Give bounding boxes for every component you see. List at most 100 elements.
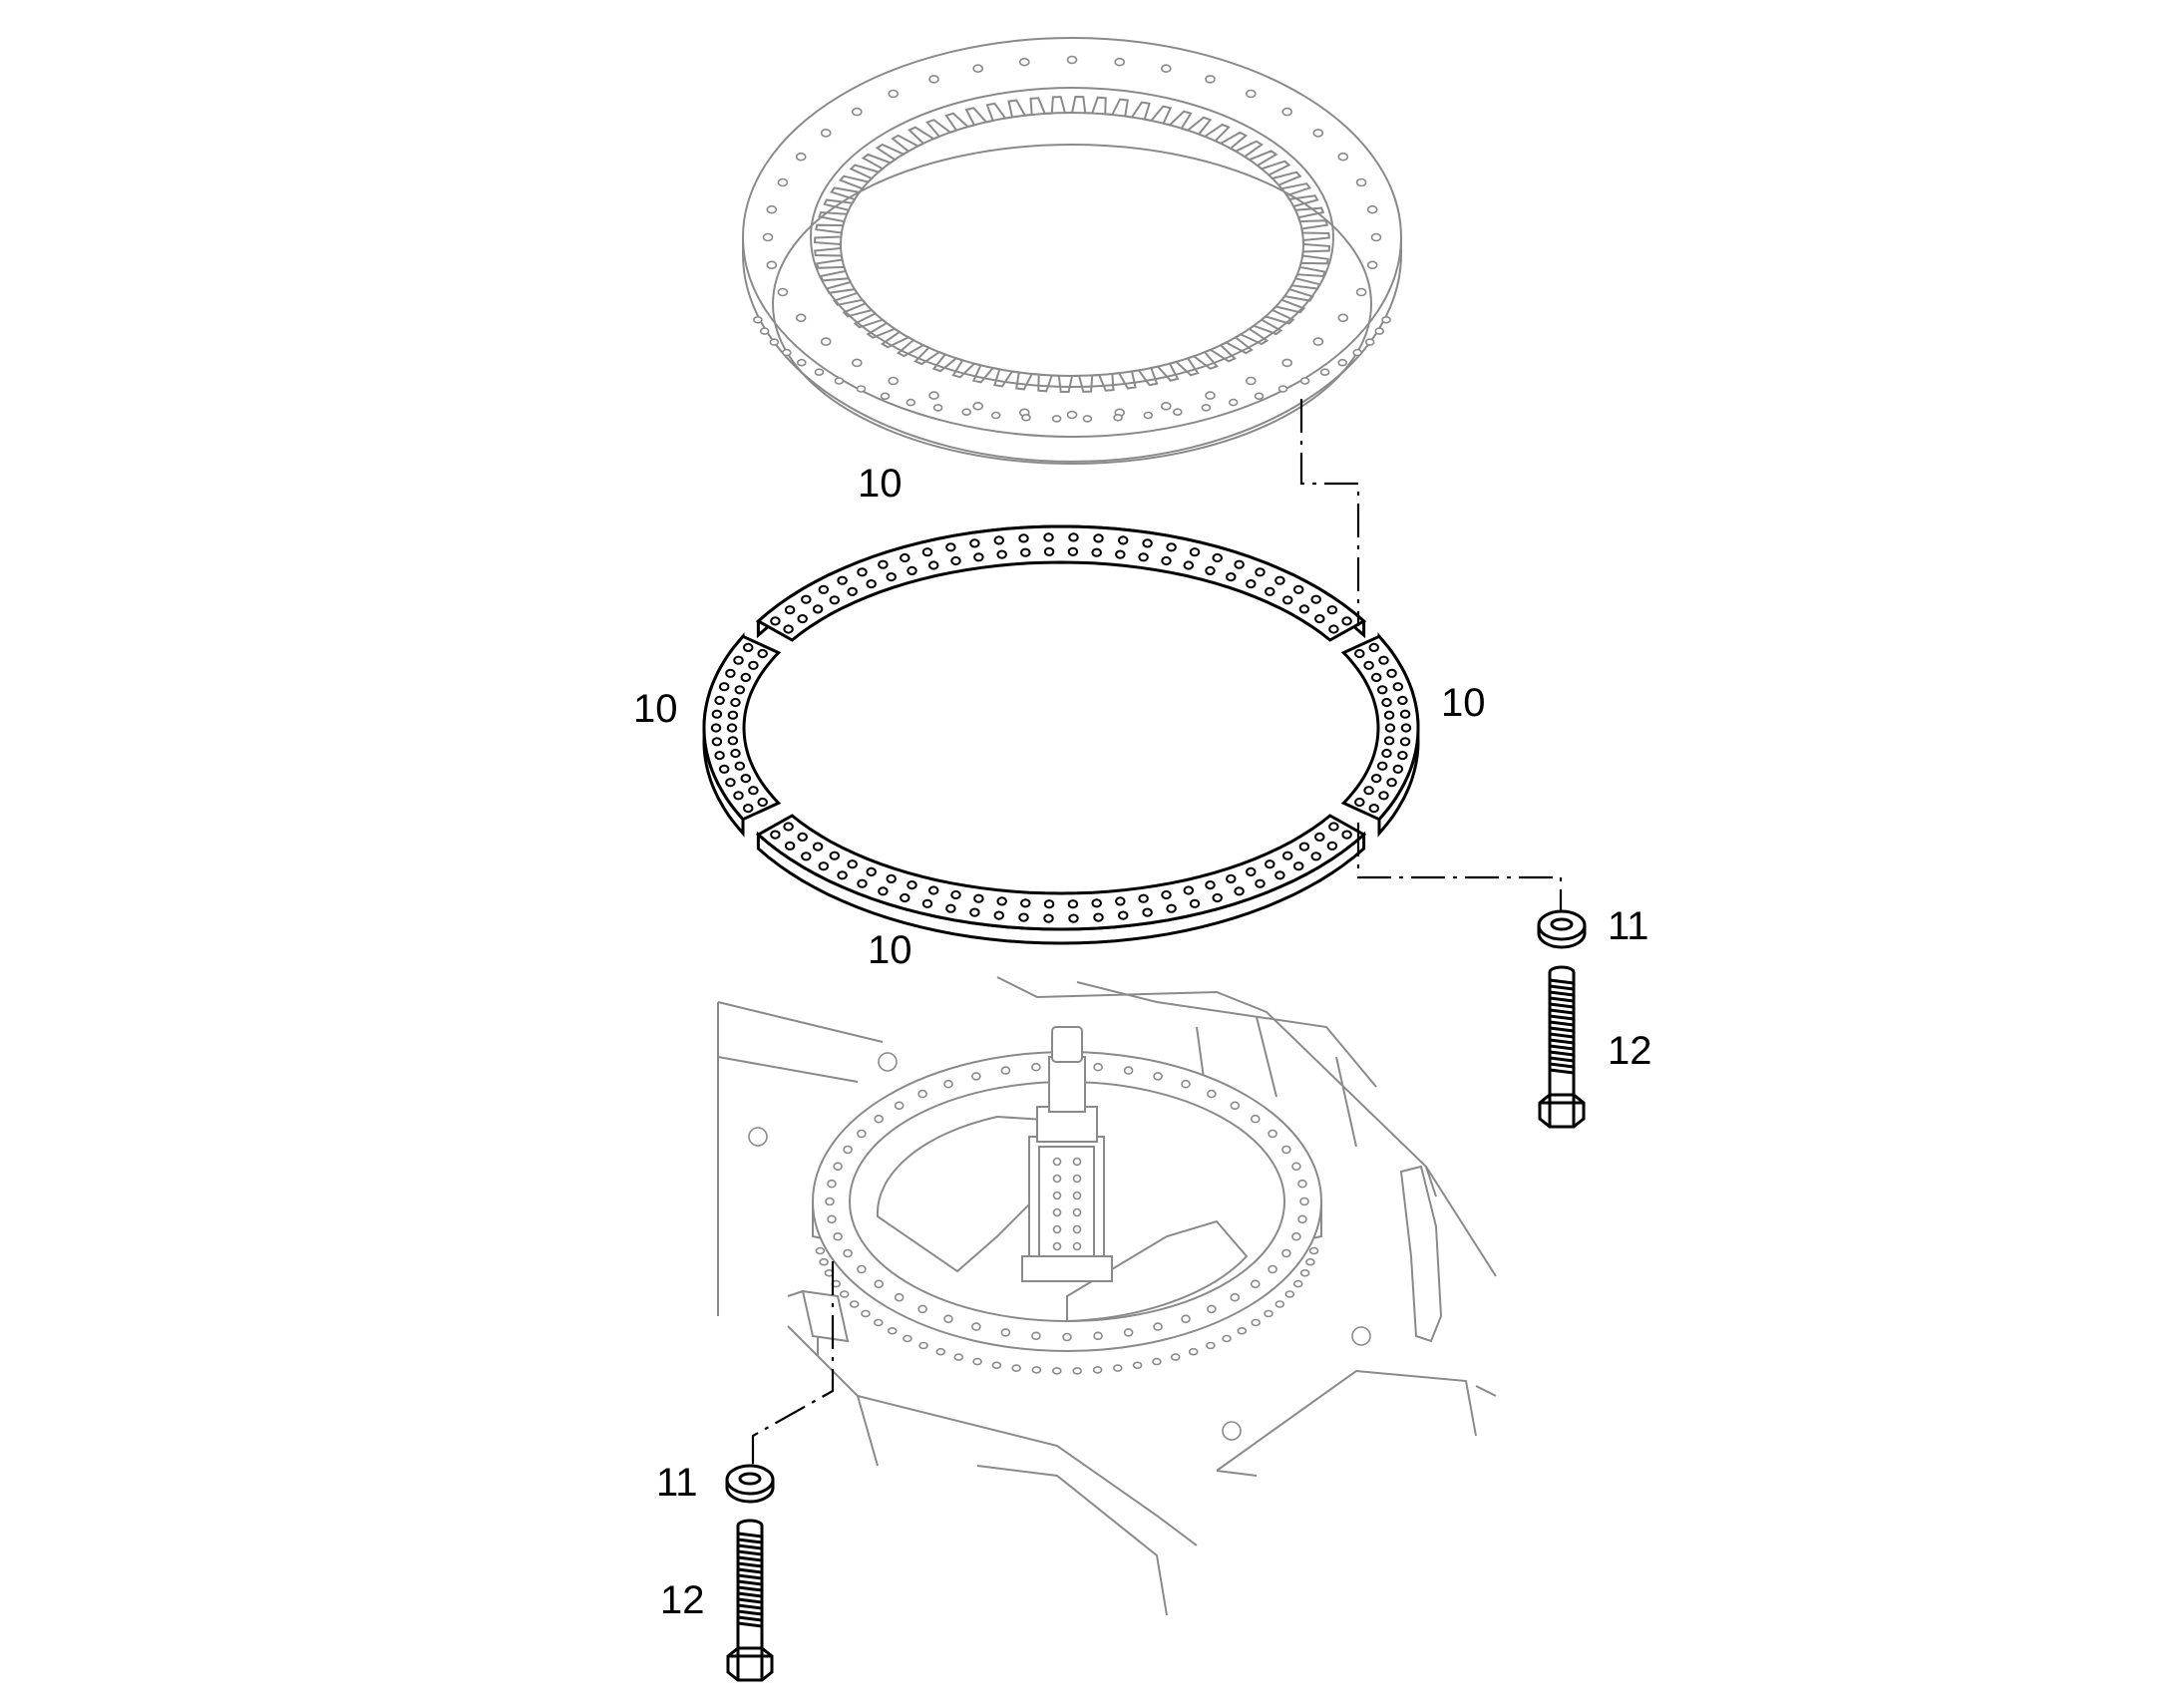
slewing-ring-bolt-hole [795,313,807,323]
shim-plate-hole [1314,832,1325,843]
shim-plate-face [702,634,782,822]
shim-plate-hole [797,614,808,624]
slewing-ring-bolt-hole [1205,75,1216,84]
slewing-ring-bolt-hole [1201,404,1212,412]
shim-plate-hole [1020,898,1031,908]
bolt-hex-head [1538,1093,1586,1129]
swivel-joint-body [1028,1136,1105,1267]
shim-plate-hole [1018,533,1029,543]
slewing-ring-bolt-hole [906,398,916,407]
shim-plate-hole [812,842,824,852]
base-ring-bolt-hole [887,1327,898,1335]
slewing-ring-bolt-hole [1277,385,1288,393]
shim-plate-hole [1067,899,1079,909]
base-ring-bolt-hole [1222,1334,1232,1343]
bolt-hex-facets [728,1648,772,1680]
base-ring-bolt-hole [1153,1072,1163,1081]
shim-plate-hole [757,648,768,659]
frame-right-bracket [1216,1369,1477,1477]
base-ring-bolt-hole [843,1145,853,1155]
base-ring-bolt-hole [825,1196,835,1206]
base-ring-bolt-hole [1113,1364,1123,1372]
base-ring-bolt-hole [1031,1366,1042,1374]
slewing-ring-bolt-hole [928,391,939,400]
base-ring-bolt-hole [833,1231,843,1241]
base-ring-bolt-hole [894,1101,905,1111]
shim-plate-hole [900,552,910,563]
shim-plate-hole [1377,761,1388,771]
shim-plate-hole [714,751,725,761]
base-ring-bolt-hole [991,1361,1002,1370]
base-ring-bolt-hole [857,1129,867,1139]
alignment-line-ring-to-shim [1299,399,1360,626]
shim-plate-hole [866,579,877,589]
slewing-ring-bolt-hole [1161,64,1172,73]
shim-plate-hole [783,822,794,832]
slewing-ring-bolt-hole [1337,358,1347,367]
base-ring-opening-right [1066,1219,1249,1323]
base-ring-bolt-hole [1206,1341,1216,1350]
shim-plate-hole [1043,546,1055,556]
alignment-line-shim-to-washer [1356,823,1563,912]
slewing-ring-bolt-hole [1051,415,1062,423]
shim-plate-hole [921,547,933,557]
shim-plate-hole [1212,552,1223,563]
shim-plate-hole [900,892,910,903]
shim-plate-hole [730,748,741,759]
shim-plate-hole [1341,830,1352,840]
slewing-ring-bolt-hole [759,327,770,335]
slewing-ring-bolt-hole [1066,55,1078,65]
shim-plate-hole [907,880,917,890]
slewing-ring-bolt-hole [766,204,778,214]
shim-plate-hole [878,886,889,896]
base-ring-bolt-hole [857,1264,867,1274]
slewing-ring-bolt-hole [820,129,832,138]
shim-plate-hole [727,736,739,746]
hex-bolt-right [1538,965,1586,1129]
shim-plate-hole [866,866,877,877]
shim-plate-hole [1328,624,1339,634]
slewing-ring-bolt-hole [1364,338,1375,346]
slewing-ring-bolt-hole [1381,315,1391,324]
slewing-ring-bolt-hole [1355,177,1367,187]
frame-bolt-head [878,1052,898,1072]
slewing-ring-bearing [742,37,1402,465]
shim-plate-hole [1378,791,1389,801]
shim-plate-hole [921,898,933,908]
shim-plate-hole [928,885,939,895]
shim-plate-hole [801,594,812,604]
shim-plate-hole [812,604,824,614]
shim-plate-hole [725,668,736,678]
slewing-ring-bolt-hole [1366,260,1378,270]
shim-plate-bottom [755,814,1367,945]
shim-plate-hole [1093,912,1104,922]
slewing-ring-bolt-hole [961,408,972,417]
shim-plate-hole [1226,572,1237,582]
base-ring-bolt-hole [1170,1353,1181,1361]
slewing-ring-bolt-hole [753,315,763,324]
shim-plate-hole [1326,605,1338,615]
base-ring-bolt-hole [1281,1145,1291,1155]
base-ring-bolt-hole [839,1290,850,1298]
slewing-ring-bolt-hole [1319,368,1330,377]
slewing-ring-bolt-hole [1143,411,1154,420]
slewing-ring-bolt-hole [1355,287,1367,297]
shim-plate-hole [996,896,1007,906]
shim-plate-hole [1018,912,1029,922]
shim-plate-hole [1368,642,1380,653]
shim-plate-hole [1189,547,1201,557]
shim-plate-hole [1341,616,1352,626]
shim-plate-set [702,524,1420,945]
slewing-ring-bolt-hole [851,358,863,368]
base-ring-bolt-hole [1284,1290,1295,1298]
shim-plate-hole [770,616,781,626]
base-ring-bolt-hole [1062,1332,1072,1342]
shim-plate-hole [1386,668,1397,678]
base-ring-bolt-hole [1230,1292,1241,1302]
upper-frame-turntable [717,976,1497,1616]
slewing-ring-bolt-hole [972,401,984,411]
base-ring-bolt-hole [819,1257,829,1266]
base-ring-bolt-hole [943,1314,953,1324]
shim-plate-hole [748,786,759,796]
shim-plate-hole [993,910,1004,920]
